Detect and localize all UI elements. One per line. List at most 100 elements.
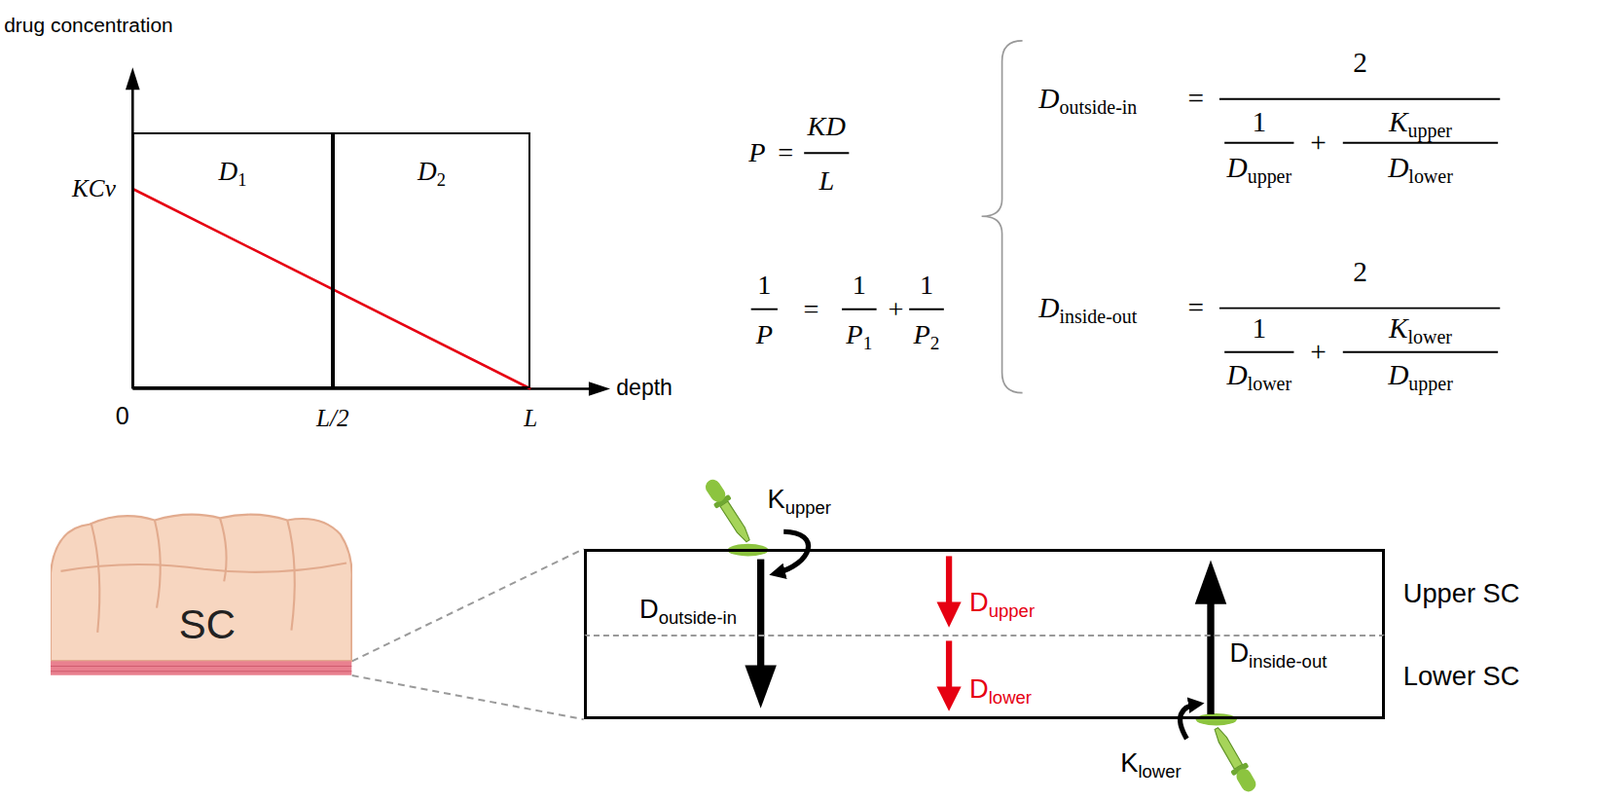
skin-crease [91, 524, 100, 633]
text-run: D [1226, 359, 1247, 391]
partition-arrow [1180, 703, 1199, 739]
subscript: 2 [930, 332, 941, 354]
dropper-bulb [702, 476, 728, 506]
dropper-bulb [1234, 765, 1259, 795]
text-run: 1 [1251, 312, 1267, 344]
text-run: D [417, 156, 437, 186]
formula-term: P2 [913, 321, 941, 349]
dropper-tube [1212, 726, 1243, 769]
diffusion-arrow-shaft [945, 640, 952, 689]
text-run: D [969, 673, 989, 704]
text-run: KD [807, 110, 846, 142]
diffusion-arrow-shaft [1206, 602, 1214, 715]
formula-term: 1 [919, 270, 934, 298]
formula-term: Dupper [1387, 361, 1454, 390]
subscript: lower [1247, 373, 1292, 396]
text-run: P [748, 137, 765, 168]
text-run: depth [616, 375, 673, 401]
axis-arrow [125, 67, 141, 90]
text-run: K [1120, 748, 1138, 779]
subscript: lower [1408, 166, 1453, 188]
text-run: 2 [1352, 255, 1368, 288]
text-run: SC [179, 601, 236, 648]
fraction-bar [1224, 351, 1294, 354]
formula-operator: + [888, 295, 905, 324]
formula-term: 1 [852, 270, 867, 298]
subscript: upper [1408, 120, 1453, 143]
skin-drawing [50, 509, 352, 676]
formula-term: Dlower [1226, 361, 1292, 390]
fraction-bar [1224, 142, 1294, 145]
formula-term: P1 [845, 321, 873, 349]
axis-tick: L [523, 405, 538, 431]
partition-label: Klower [1120, 750, 1181, 777]
text-run: D [1226, 151, 1247, 183]
layer-label: Upper SC [1403, 580, 1521, 607]
text-run: D [1387, 359, 1409, 391]
text-run: + [1309, 335, 1327, 367]
diffusion-label: Dupper [969, 588, 1035, 616]
text-run: 1 [852, 268, 867, 299]
formula-term: Dlower [1387, 153, 1454, 182]
subscript: 1 [237, 169, 247, 190]
formula-operator: + [1309, 337, 1327, 366]
formula-operator: = [1188, 84, 1205, 113]
fraction-bar [909, 308, 945, 311]
text-run: D [969, 586, 989, 618]
text-run: KCv [72, 175, 116, 202]
drug-drop [1196, 713, 1237, 727]
text-run: 0 [115, 401, 130, 430]
skin-lower-layer [50, 660, 352, 676]
diffusion-arrow-head [936, 687, 961, 712]
text-run: 1 [919, 268, 934, 299]
formula-term: Kupper [1388, 108, 1453, 137]
axis-title: drug concentration [3, 15, 174, 37]
dropper-icon [701, 475, 757, 546]
dropper-tube [720, 501, 753, 544]
diffusion-arrow-shaft [757, 559, 764, 668]
text-run: + [888, 293, 905, 325]
partition-arrow [775, 531, 809, 574]
fraction-bars [751, 99, 1501, 353]
text-run: K [1388, 106, 1409, 138]
text-run: L [523, 404, 538, 432]
text-run: D [1038, 82, 1059, 114]
formula-term: KD [807, 112, 846, 141]
formula-term: L [818, 166, 835, 194]
diffusion-label: Dinside-out [1229, 639, 1327, 666]
fraction-bar [1219, 307, 1500, 310]
fraction-bar [1343, 142, 1498, 145]
axis-tick: 0 [115, 403, 130, 429]
zoom-leader-line [352, 675, 584, 720]
axis-value: KCv [72, 176, 116, 201]
subscript: inside-out [1248, 651, 1327, 672]
text-run: 2 [1352, 46, 1368, 78]
formula-term: Klower [1388, 314, 1453, 343]
text-run: + [1309, 126, 1327, 158]
subscript: upper [785, 497, 832, 518]
text-run: D [218, 156, 239, 186]
text-run: L/2 [316, 404, 350, 432]
formula-term: 2 [1352, 257, 1368, 287]
skin-crease [288, 520, 296, 631]
chart-region: D2 [332, 132, 531, 389]
text-run: D [639, 593, 659, 624]
subscript: upper [1247, 166, 1292, 188]
axis-arrow [588, 381, 611, 397]
subscript: 2 [436, 169, 446, 190]
text-run: P [845, 319, 863, 350]
region-label: D2 [417, 158, 446, 185]
formula-term: Dinside-out [1038, 293, 1137, 323]
skin-crease [61, 563, 348, 573]
fraction-bar [1343, 351, 1498, 354]
subscript: inside-out [1059, 305, 1138, 328]
diffusion-arrow-shaft [945, 555, 952, 604]
formula-operator: = [803, 295, 820, 324]
formula-term: 1 [757, 270, 771, 298]
diffusion-arrow-head [1195, 560, 1228, 605]
skin-lower-layer-line [50, 666, 352, 672]
text-run: drug concentration [3, 13, 174, 37]
formula-operator: = [777, 139, 794, 167]
